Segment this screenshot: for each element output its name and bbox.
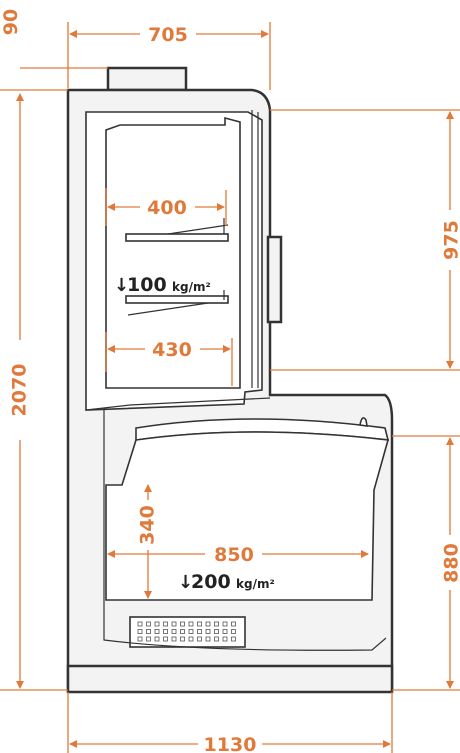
label-shelf-lower-depth: 430	[152, 339, 192, 361]
grille-hole	[197, 636, 202, 642]
grille-hole	[180, 636, 185, 642]
grille-hole	[214, 636, 219, 642]
grille-hole	[214, 621, 219, 627]
dimension-total-height: 2070	[0, 93, 68, 691]
label-shelf-upper-depth: 400	[147, 197, 187, 219]
dimension-shelf-lower: 430	[105, 332, 233, 386]
grille-hole	[171, 629, 177, 634]
grille-hole	[180, 621, 185, 627]
grille-hole	[231, 621, 236, 627]
grille-hole	[163, 636, 168, 642]
label-lower-height: 340	[137, 505, 159, 545]
label-lower-section-height: 880	[441, 543, 460, 583]
dimension-lower-depth: 850	[107, 544, 369, 566]
plinth	[66, 664, 394, 694]
label-top-offset: 90	[0, 9, 22, 35]
base-load-value: 200	[191, 571, 231, 593]
shelf-load-arrow: ↓	[114, 275, 129, 296]
grille-hole	[146, 629, 151, 634]
grille-hole	[154, 621, 160, 627]
shelf-load-label: ↓ 100 kg/m²	[114, 274, 211, 296]
label-top-width: 705	[148, 24, 188, 46]
dimension-top-offset: 90	[0, 9, 108, 91]
grille-hole	[197, 629, 202, 634]
grille-hole	[188, 629, 194, 634]
grille-hole	[146, 621, 151, 627]
grille-dots	[137, 621, 236, 642]
grille-hole	[137, 636, 143, 642]
shelf-load-unit: kg/m²	[172, 280, 211, 294]
ventilation-grille	[129, 616, 246, 648]
base-load-unit: kg/m²	[236, 577, 275, 591]
grille-hole	[205, 629, 211, 634]
grille-hole	[222, 629, 228, 634]
grille-hole	[231, 629, 236, 634]
grille-hole	[163, 629, 168, 634]
shelf-upper	[125, 218, 229, 242]
grille-hole	[154, 636, 160, 642]
base-load-label: ↓ 200 kg/m²	[178, 571, 275, 593]
lower-compartment	[105, 431, 390, 601]
grille-hole	[137, 629, 143, 634]
grille-hole	[163, 621, 168, 627]
shelf-lower	[125, 290, 229, 316]
shelf-load-value: 100	[127, 274, 167, 296]
upper-compartment-interior	[105, 116, 241, 389]
grille-hole	[222, 636, 228, 642]
grille-hole	[188, 621, 194, 627]
grille-hole	[188, 636, 194, 642]
grille-hole	[205, 621, 211, 627]
door-handle[interactable]	[266, 235, 283, 324]
base-load-arrow: ↓	[178, 572, 193, 593]
dimension-bottom-width: 1130	[67, 692, 393, 753]
grille-hole	[205, 636, 211, 642]
grille-hole	[154, 629, 160, 634]
label-total-height: 2070	[9, 364, 31, 417]
grille-hole	[171, 636, 177, 642]
grille-hole	[137, 621, 143, 627]
grille-hole	[171, 621, 177, 627]
dimension-lower-section-height: 880	[392, 435, 460, 691]
label-upper-height: 975	[441, 220, 460, 260]
label-lower-depth: 850	[214, 544, 254, 566]
top-unit	[106, 66, 188, 92]
grille-hole	[146, 636, 151, 642]
counter-knob	[359, 417, 368, 427]
dimension-upper-height: 975	[270, 109, 460, 371]
grille-hole	[222, 621, 228, 627]
grille-hole	[180, 629, 185, 634]
dimension-top-width: 705	[67, 22, 271, 90]
grille-hole	[214, 629, 219, 634]
dimension-shelf-upper: 400	[105, 188, 227, 226]
cabinet-body	[66, 66, 394, 694]
label-bottom-width: 1130	[204, 734, 257, 753]
grille-hole	[231, 636, 236, 642]
grille-hole	[197, 621, 202, 627]
dimension-lower-height: 340	[137, 484, 159, 599]
